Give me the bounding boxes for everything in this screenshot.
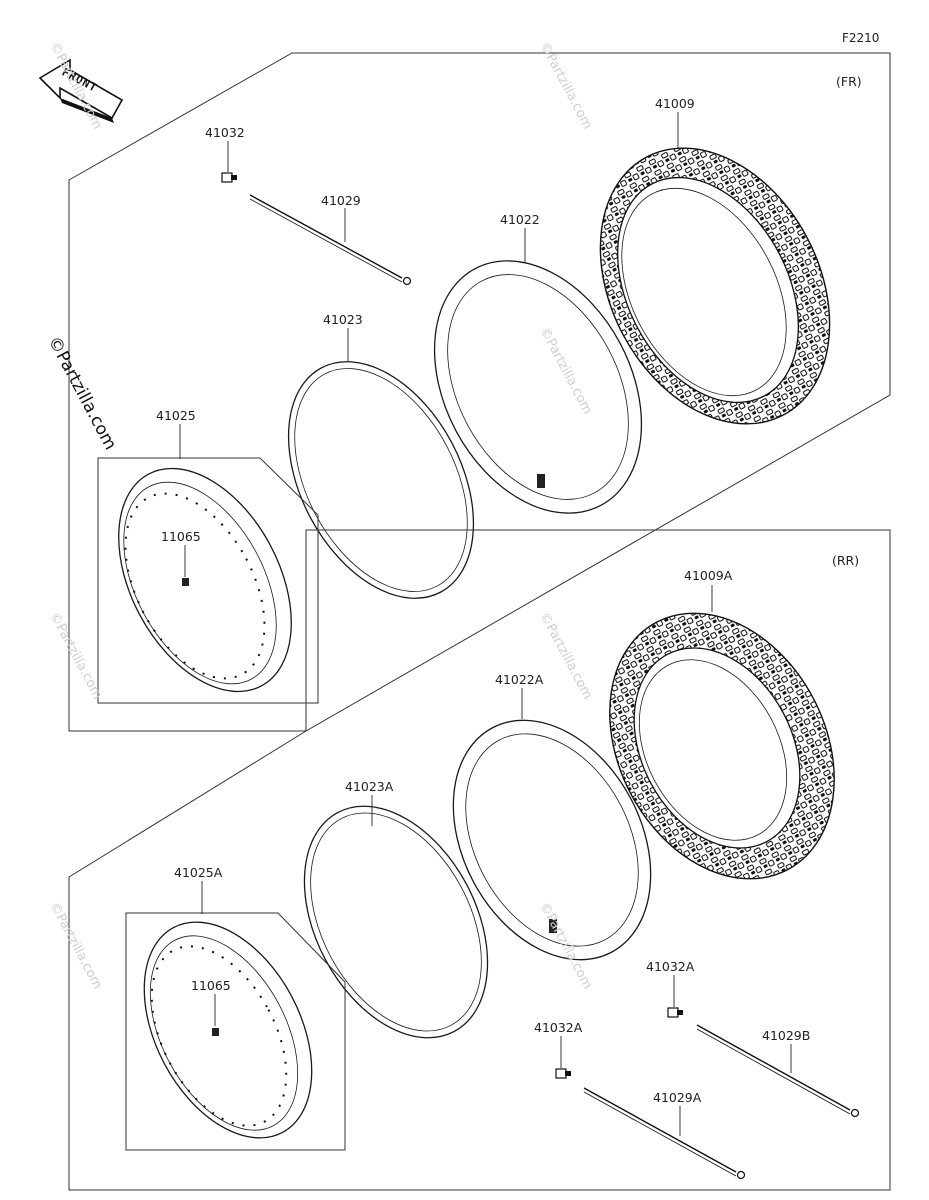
watermark-primary: ©Partzilla.com	[44, 333, 121, 453]
front-tube-valve-icon	[537, 474, 545, 488]
front-rim-band	[287, 361, 475, 599]
rear-tire	[609, 612, 835, 880]
front-section-title: (FR)	[836, 74, 862, 89]
rear-section-frame	[68, 529, 891, 1191]
front-spoke-label: 41029	[321, 193, 361, 208]
diagram-code: F2210	[842, 31, 879, 45]
rear-rim-label: 41025A	[174, 865, 223, 880]
rear-spoke-nut-1-icon	[667, 1007, 683, 1018]
front-tube-label: 41022	[500, 212, 540, 227]
rear-tube-label: 41022A	[495, 672, 544, 687]
rear-spoke-2-label: 41029A	[653, 1090, 702, 1105]
rear-rim-band-label: 41023A	[345, 779, 394, 794]
rear-spoke-1-label: 41029B	[762, 1028, 810, 1043]
front-rim-label: 41025	[156, 408, 196, 423]
rear-spoke-2	[583, 1087, 746, 1180]
front-rim	[118, 467, 292, 693]
rear-spoke-nut-1-label: 41032A	[646, 959, 695, 974]
rear-spoke-nut-2-icon	[555, 1068, 571, 1079]
rear-tire-label: 41009A	[684, 568, 733, 583]
rear-rim-box	[125, 912, 346, 1151]
front-nipple-icon	[182, 578, 189, 586]
front-spoke-nut-icon	[221, 172, 237, 183]
front-section: (FR) 41009 41022 41023 41032	[68, 52, 891, 732]
watermark: ©Partzilla.com	[536, 610, 594, 702]
watermark: ©Partzilla.com	[536, 40, 594, 132]
rear-nipple-label: 11065	[191, 978, 231, 993]
rear-rim	[143, 921, 313, 1139]
front-tire	[599, 147, 831, 425]
rear-spoke-nut-2-label: 41032A	[534, 1020, 583, 1035]
rear-tube	[452, 719, 652, 961]
front-section-frame	[68, 52, 891, 732]
rear-nipple-icon	[212, 1028, 219, 1036]
front-spoke-nut-label: 41032	[205, 125, 245, 140]
front-rim-box	[97, 457, 319, 704]
front-tire-label: 41009	[655, 96, 695, 111]
front-nipple-label: 11065	[161, 529, 201, 544]
front-rim-band-label: 41023	[323, 312, 363, 327]
front-tube	[433, 260, 643, 514]
watermark: ©Partzilla.com	[46, 900, 104, 992]
rear-section-title: (RR)	[832, 553, 859, 568]
rear-section: (RR) 41009A 41022A 41023A 4103	[68, 529, 891, 1191]
rear-tube-valve-icon	[549, 919, 557, 933]
rear-spoke-1	[696, 1024, 860, 1118]
watermark: ©Partzilla.com	[46, 610, 104, 702]
watermark: ©Partzilla.com	[536, 325, 594, 417]
rear-rim-band	[303, 805, 489, 1039]
front-spoke	[249, 194, 412, 286]
